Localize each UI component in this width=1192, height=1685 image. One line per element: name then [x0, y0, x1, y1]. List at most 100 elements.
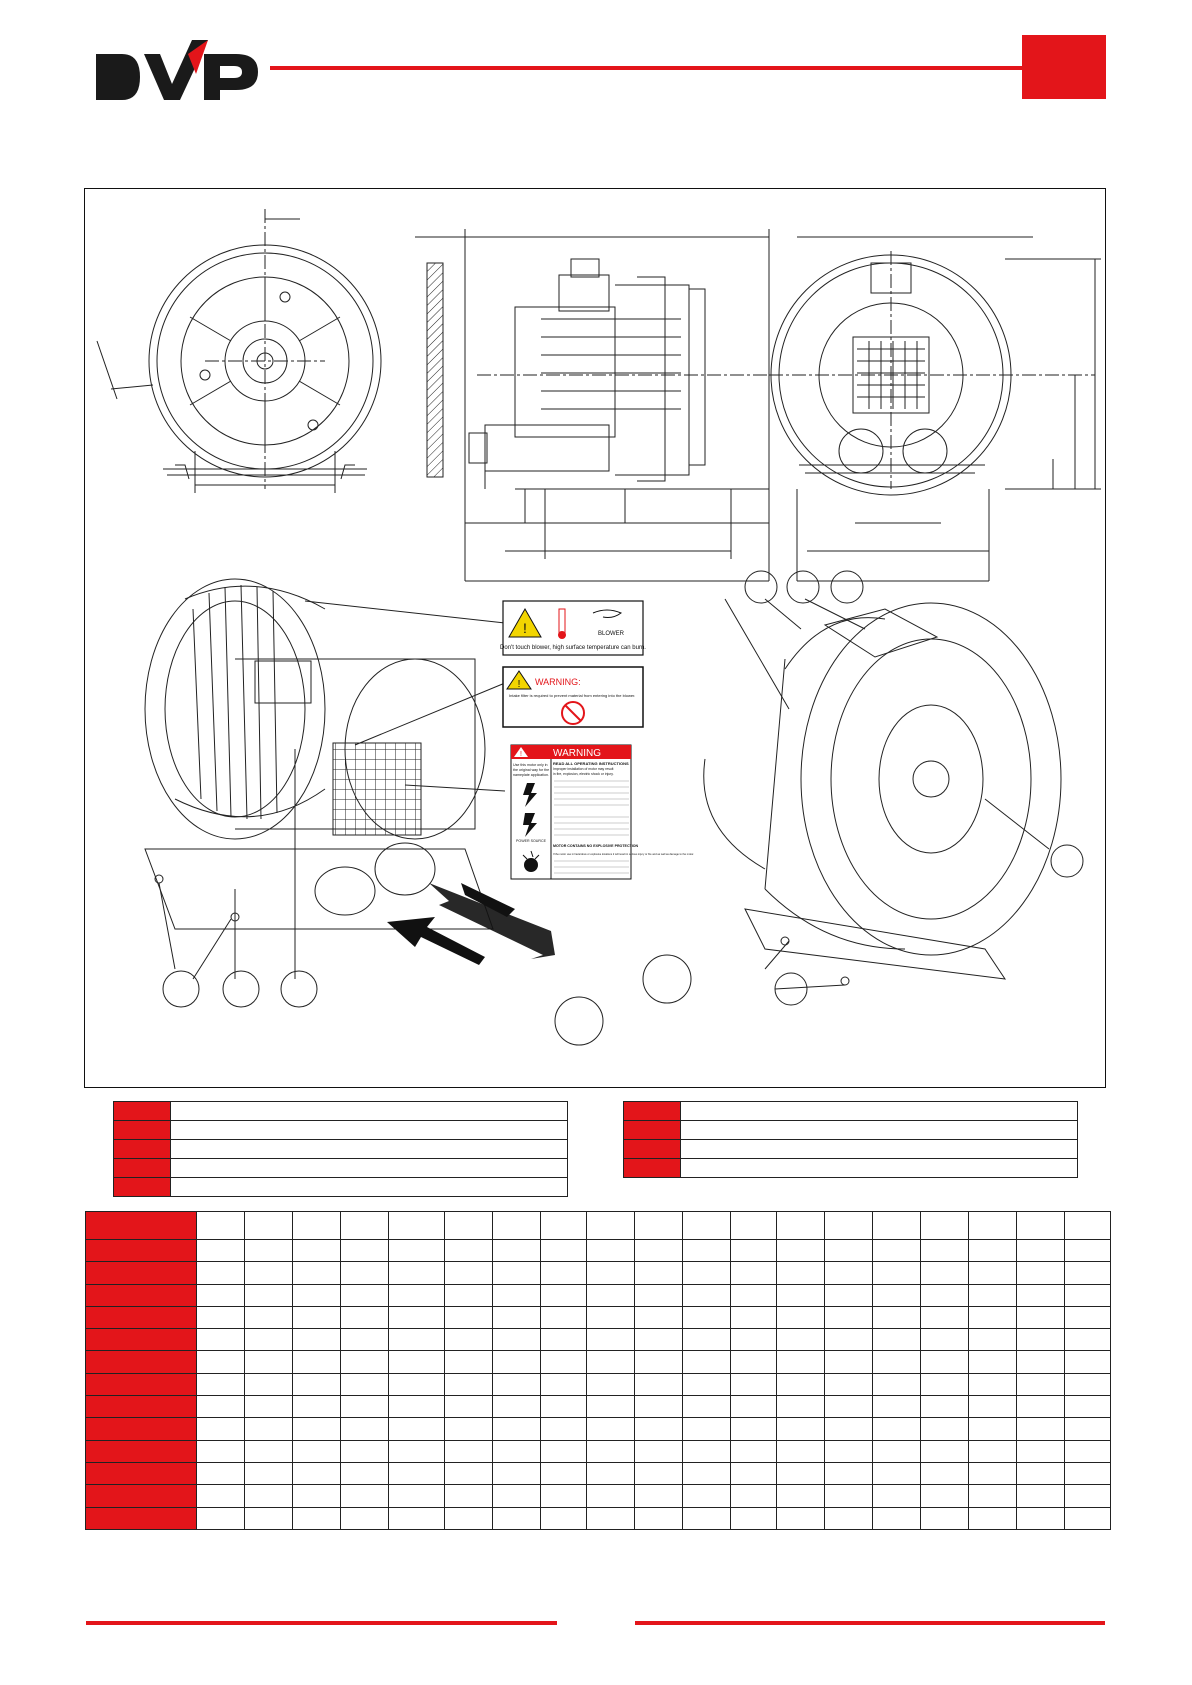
- spec-cell: [444, 1350, 493, 1374]
- spec-cell: [920, 1484, 969, 1508]
- svg-text:!: !: [518, 679, 521, 690]
- spec-cell: [540, 1506, 587, 1530]
- spec-cell: [824, 1211, 873, 1240]
- use-text-2: the original way for the: [513, 768, 549, 772]
- isometric-blower-right: [703, 570, 1084, 1006]
- spec-cell: [968, 1328, 1017, 1352]
- hot-surface-label: ! BLOWER Don't touch blower, high surfac…: [500, 600, 646, 656]
- legend-value: [680, 1120, 1078, 1140]
- spec-cell: [586, 1506, 635, 1530]
- spec-cell: [1064, 1372, 1111, 1397]
- spec-row-header: [85, 1506, 197, 1530]
- spec-cell: [492, 1283, 541, 1307]
- legend-value: [170, 1101, 568, 1121]
- spec-cell: [776, 1461, 825, 1486]
- spec-cell: [634, 1283, 683, 1307]
- warning-triangle-icon: !: [506, 670, 532, 690]
- spec-cell: [1064, 1350, 1111, 1374]
- intake-warning-text: Intake filter is required to prevent mat…: [509, 693, 635, 698]
- spec-cell: [634, 1484, 683, 1508]
- spec-cell: [872, 1261, 921, 1285]
- spec-cell: [872, 1350, 921, 1374]
- spec-cell: [1064, 1211, 1111, 1240]
- spec-cell: [730, 1417, 777, 1441]
- spec-cell: [196, 1238, 245, 1263]
- spec-cell: [540, 1439, 587, 1463]
- part-legend-left: [113, 1101, 568, 1197]
- legend-key: [623, 1139, 681, 1159]
- spec-cell: [872, 1395, 921, 1419]
- spec-row-header: [85, 1350, 197, 1374]
- spec-cell: [1016, 1395, 1065, 1419]
- front-view-drawing: [96, 209, 382, 493]
- spec-cell: [196, 1211, 245, 1240]
- footer-rule-right: [635, 1621, 1105, 1625]
- spec-cell: [340, 1350, 389, 1374]
- spec-cell: [540, 1395, 587, 1419]
- explosion-icon: [522, 850, 540, 872]
- spec-row: [85, 1238, 1111, 1263]
- spec-cell: [196, 1484, 245, 1508]
- spec-cell: [492, 1305, 541, 1330]
- spec-cell: [196, 1328, 245, 1352]
- spec-cell: [388, 1238, 445, 1263]
- spec-cell: [730, 1305, 777, 1330]
- spec-cell: [586, 1439, 635, 1463]
- spec-cell: [968, 1372, 1017, 1397]
- spec-cell: [540, 1283, 587, 1307]
- spec-cell: [730, 1350, 777, 1374]
- legend-key: [113, 1139, 171, 1159]
- spec-cell: [682, 1283, 731, 1307]
- spec-cell: [1016, 1484, 1065, 1508]
- legend-value: [170, 1158, 568, 1178]
- spec-cell: [388, 1328, 445, 1352]
- spec-cell: [920, 1350, 969, 1374]
- spec-cell: [1064, 1283, 1111, 1307]
- spec-cell: [340, 1305, 389, 1330]
- spec-cell: [872, 1283, 921, 1307]
- spec-cell: [1016, 1417, 1065, 1441]
- spec-cell: [1016, 1372, 1065, 1397]
- spec-cell: [492, 1238, 541, 1263]
- side-view-drawing: [415, 229, 770, 582]
- spec-cell: [292, 1439, 341, 1463]
- spec-cell: [634, 1395, 683, 1419]
- legend-key: [623, 1158, 681, 1178]
- spec-cell: [586, 1305, 635, 1330]
- spec-cell: [920, 1461, 969, 1486]
- spec-cell: [196, 1506, 245, 1530]
- spec-cell: [196, 1305, 245, 1330]
- spec-cell: [968, 1484, 1017, 1508]
- spec-row: [85, 1328, 1111, 1352]
- spec-cell: [968, 1283, 1017, 1307]
- spec-cell: [444, 1211, 493, 1240]
- specification-table: [85, 1211, 1111, 1530]
- spec-cell: [292, 1238, 341, 1263]
- spec-cell: [244, 1305, 293, 1330]
- legend-key: [623, 1120, 681, 1140]
- spec-cell: [968, 1261, 1017, 1285]
- footer-rule-left: [86, 1621, 557, 1625]
- spec-cell: [244, 1261, 293, 1285]
- spec-cell: [340, 1417, 389, 1441]
- header-accent-box: [1022, 35, 1106, 99]
- spec-cell: [1016, 1211, 1065, 1240]
- spec-cell: [730, 1283, 777, 1307]
- spec-cell: [776, 1305, 825, 1330]
- spec-row-header: [85, 1461, 197, 1486]
- spec-cell: [196, 1461, 245, 1486]
- spec-cell: [340, 1261, 389, 1285]
- spec-cell: [1064, 1439, 1111, 1463]
- spec-row-header: [85, 1328, 197, 1352]
- spec-row: [85, 1417, 1111, 1441]
- spec-cell: [340, 1506, 389, 1530]
- spec-cell: [872, 1439, 921, 1463]
- spec-cell: [292, 1305, 341, 1330]
- legend-key: [113, 1120, 171, 1140]
- spec-cell: [540, 1328, 587, 1352]
- thermometer-icon: [558, 608, 566, 639]
- spec-cell: [824, 1484, 873, 1508]
- spec-cell: [292, 1350, 341, 1374]
- spec-cell: [776, 1283, 825, 1307]
- spec-cell: [540, 1461, 587, 1486]
